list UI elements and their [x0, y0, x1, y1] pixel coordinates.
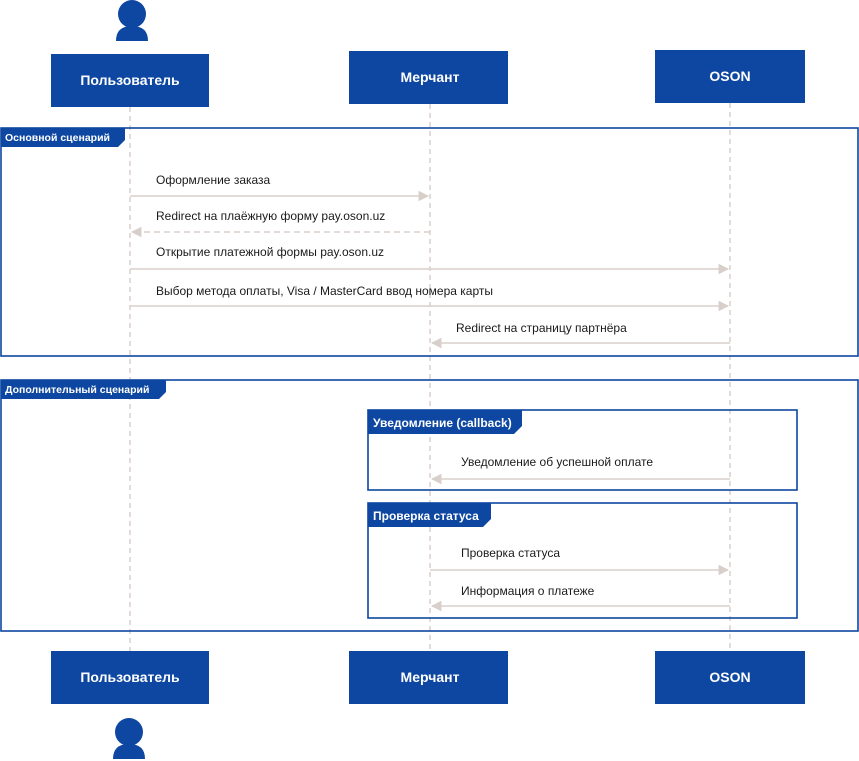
participant-label: Пользователь: [80, 669, 180, 685]
frame-main-scenario: Основной сценарий: [0, 127, 859, 357]
message-label: Redirect на страницу партнёра: [456, 321, 627, 335]
frame-callback: Уведомление (callback): [367, 409, 798, 491]
message-label: Redirect на плаёжную форму pay.oson.uz: [156, 209, 385, 223]
user-actor-icon-bottom: [113, 718, 145, 759]
participant-merchant-bottom: Мерчант: [349, 651, 508, 704]
participant-label: OSON: [709, 669, 750, 685]
participant-user-bottom: Пользователь: [51, 651, 209, 704]
message-0: Оформление заказа: [130, 173, 430, 202]
frame-extra-scenario: Дополнительный сценарий: [0, 379, 859, 632]
message-1: Redirect на плаёжную форму pay.oson.uz: [130, 209, 430, 238]
message-label: Выбор метода оплаты, Visa / MasterCard в…: [156, 284, 493, 298]
message-4: Redirect на страницу партнёра: [430, 321, 730, 349]
participant-user-top: Пользователь: [51, 54, 209, 107]
message-label: Уведомление об успешной оплате: [461, 455, 653, 469]
participant-label: Мерчант: [401, 69, 460, 85]
frame-main-label: Основной сценарий: [5, 132, 110, 144]
user-actor-icon: [116, 0, 148, 41]
frame-extra-label: Дополнительный сценарий: [5, 384, 149, 396]
participant-oson-top: OSON: [655, 50, 805, 103]
participant-label: OSON: [709, 68, 750, 84]
message-label: Информация о платеже: [461, 584, 595, 598]
participant-label: Мерчант: [401, 669, 460, 685]
participant-merchant-top: Мерчант: [349, 51, 508, 104]
message-7: Информация о платеже: [430, 584, 730, 612]
participant-label: Пользователь: [80, 72, 180, 88]
frame-status-label: Проверка статуса: [373, 509, 479, 523]
message-2: Открытие платежной формы pay.oson.uz: [130, 245, 730, 275]
participant-oson-bottom: OSON: [655, 651, 805, 704]
message-label: Открытие платежной формы pay.oson.uz: [156, 245, 384, 259]
message-6: Проверка статуса: [430, 546, 730, 576]
frame-status-check: Проверка статуса: [367, 502, 798, 619]
message-3: Выбор метода оплаты, Visa / MasterCard в…: [130, 284, 730, 312]
frame-callback-label: Уведомление (callback): [373, 416, 512, 430]
message-label: Оформление заказа: [156, 173, 271, 187]
message-5: Уведомление об успешной оплате: [430, 455, 730, 485]
message-label: Проверка статуса: [461, 546, 560, 560]
